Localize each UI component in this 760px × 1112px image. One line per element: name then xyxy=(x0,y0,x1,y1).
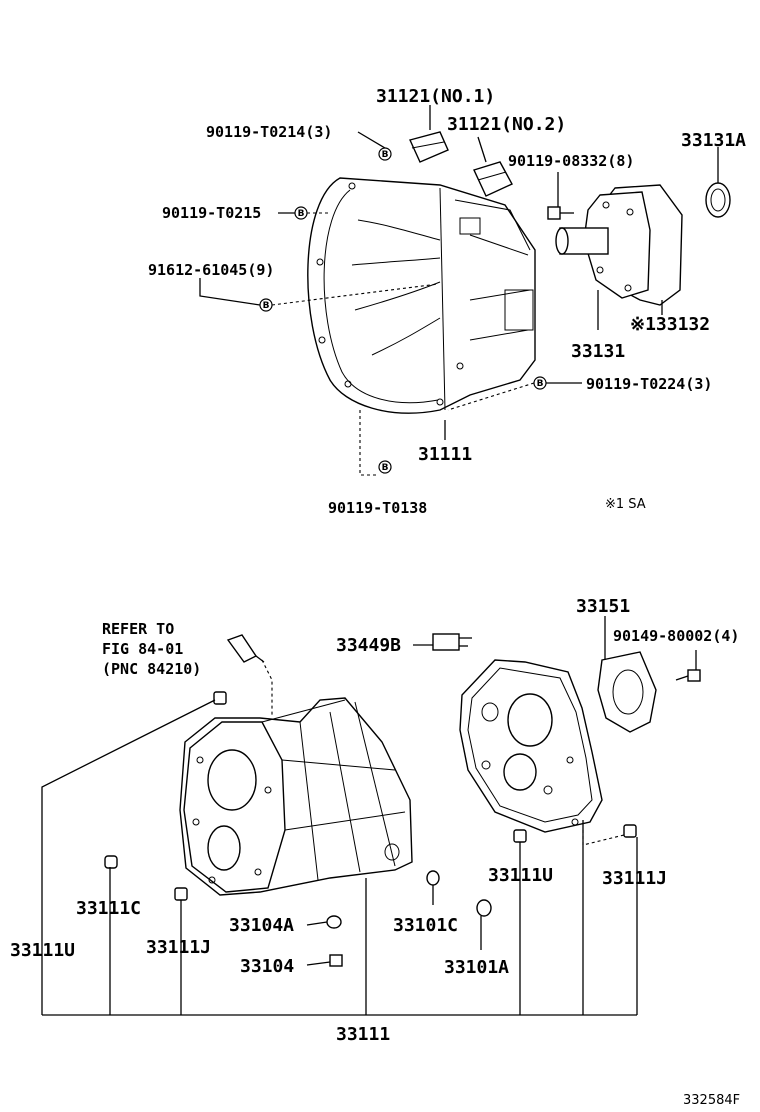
label-33104: 33104 xyxy=(240,956,294,977)
bolt-marker-61045: B xyxy=(259,298,273,312)
pin-33111j-right xyxy=(623,824,637,838)
plug-33111u-left xyxy=(213,691,227,705)
label-31111: 31111 xyxy=(418,444,472,465)
svg-text:B: B xyxy=(537,379,544,389)
cover-33151-drawing xyxy=(597,651,657,733)
label-33104a: 33104A xyxy=(229,915,294,936)
label-33151: 33151 xyxy=(576,596,630,617)
bolt-marker-t0138: B xyxy=(378,460,392,474)
bolt-marker-t0214: B xyxy=(378,147,392,161)
clutch-housing-drawing xyxy=(307,177,536,414)
plug-33111u-right xyxy=(513,829,527,843)
pin-33111j-left xyxy=(174,887,188,901)
svg-text:B: B xyxy=(382,463,389,473)
adapter-plate-drawing xyxy=(459,659,603,833)
label-90119-08332: 90119-08332(8) xyxy=(508,152,634,170)
svg-text:B: B xyxy=(382,150,389,160)
label-33111c: 33111C xyxy=(76,898,141,919)
pad-no2-part xyxy=(473,161,513,197)
label-33132: ※133132 xyxy=(630,314,710,335)
oil-seal-drawing xyxy=(705,182,731,218)
svg-text:B: B xyxy=(298,209,305,219)
bolt-marker-t0215: B xyxy=(294,206,308,220)
label-33111j-right: 33111J xyxy=(602,868,667,889)
label-33111j-left: 33111J xyxy=(146,937,211,958)
label-33449b: 33449B xyxy=(336,635,401,656)
sensor-refer-drawing xyxy=(226,634,265,663)
diagram-id: 332584F xyxy=(683,1093,740,1108)
bolt-08332-drawing xyxy=(547,206,574,220)
refer-line1: REFER TO xyxy=(102,620,174,638)
label-33111u-right: 33111U xyxy=(488,865,553,886)
label-90119-t0215: 90119-T0215 xyxy=(162,204,261,222)
plug-33104 xyxy=(329,954,343,967)
bolt-marker-t0224: B xyxy=(533,376,547,390)
plug-33111c xyxy=(104,855,118,869)
switch-33449b-drawing xyxy=(432,633,472,651)
plug-33104a xyxy=(326,915,342,929)
label-90119-t0138: 90119-T0138 xyxy=(328,499,427,517)
footnote-sa: ※1 SA xyxy=(605,497,646,512)
plug-33101c xyxy=(426,870,440,886)
label-90119-t0214: 90119-T0214(3) xyxy=(206,123,332,141)
label-91612-61045: 91612-61045(9) xyxy=(148,261,274,279)
pad-no1-part xyxy=(409,131,449,163)
label-33111u-left: 33111U xyxy=(10,940,75,961)
label-33101c: 33101C xyxy=(393,915,458,936)
lower-assembly: REFER TO FIG 84-01 (PNC 84210) 33449B 33… xyxy=(10,596,739,1045)
transmission-case-drawing xyxy=(179,697,413,896)
bearing-retainer-drawing xyxy=(555,184,683,306)
plug-33101a xyxy=(476,899,492,917)
label-31121-no1: 31121(NO.1) xyxy=(376,86,495,107)
upper-assembly: B B B B B 31121(NO.1) 31121(NO.2) 90119-… xyxy=(148,86,746,517)
refer-line2: FIG 84-01 xyxy=(102,640,183,658)
label-90149-80002: 90149-80002(4) xyxy=(613,627,739,645)
refer-line3: (PNC 84210) xyxy=(102,660,201,678)
label-31121-no2: 31121(NO.2) xyxy=(447,114,566,135)
bolt-80002-drawing xyxy=(675,669,701,682)
label-33101a: 33101A xyxy=(444,957,509,978)
label-33111: 33111 xyxy=(336,1024,390,1045)
label-33131: 33131 xyxy=(571,341,625,362)
label-90119-t0224: 90119-T0224(3) xyxy=(586,375,712,393)
label-33131a: 33131A xyxy=(681,130,746,151)
svg-text:B: B xyxy=(263,301,270,311)
